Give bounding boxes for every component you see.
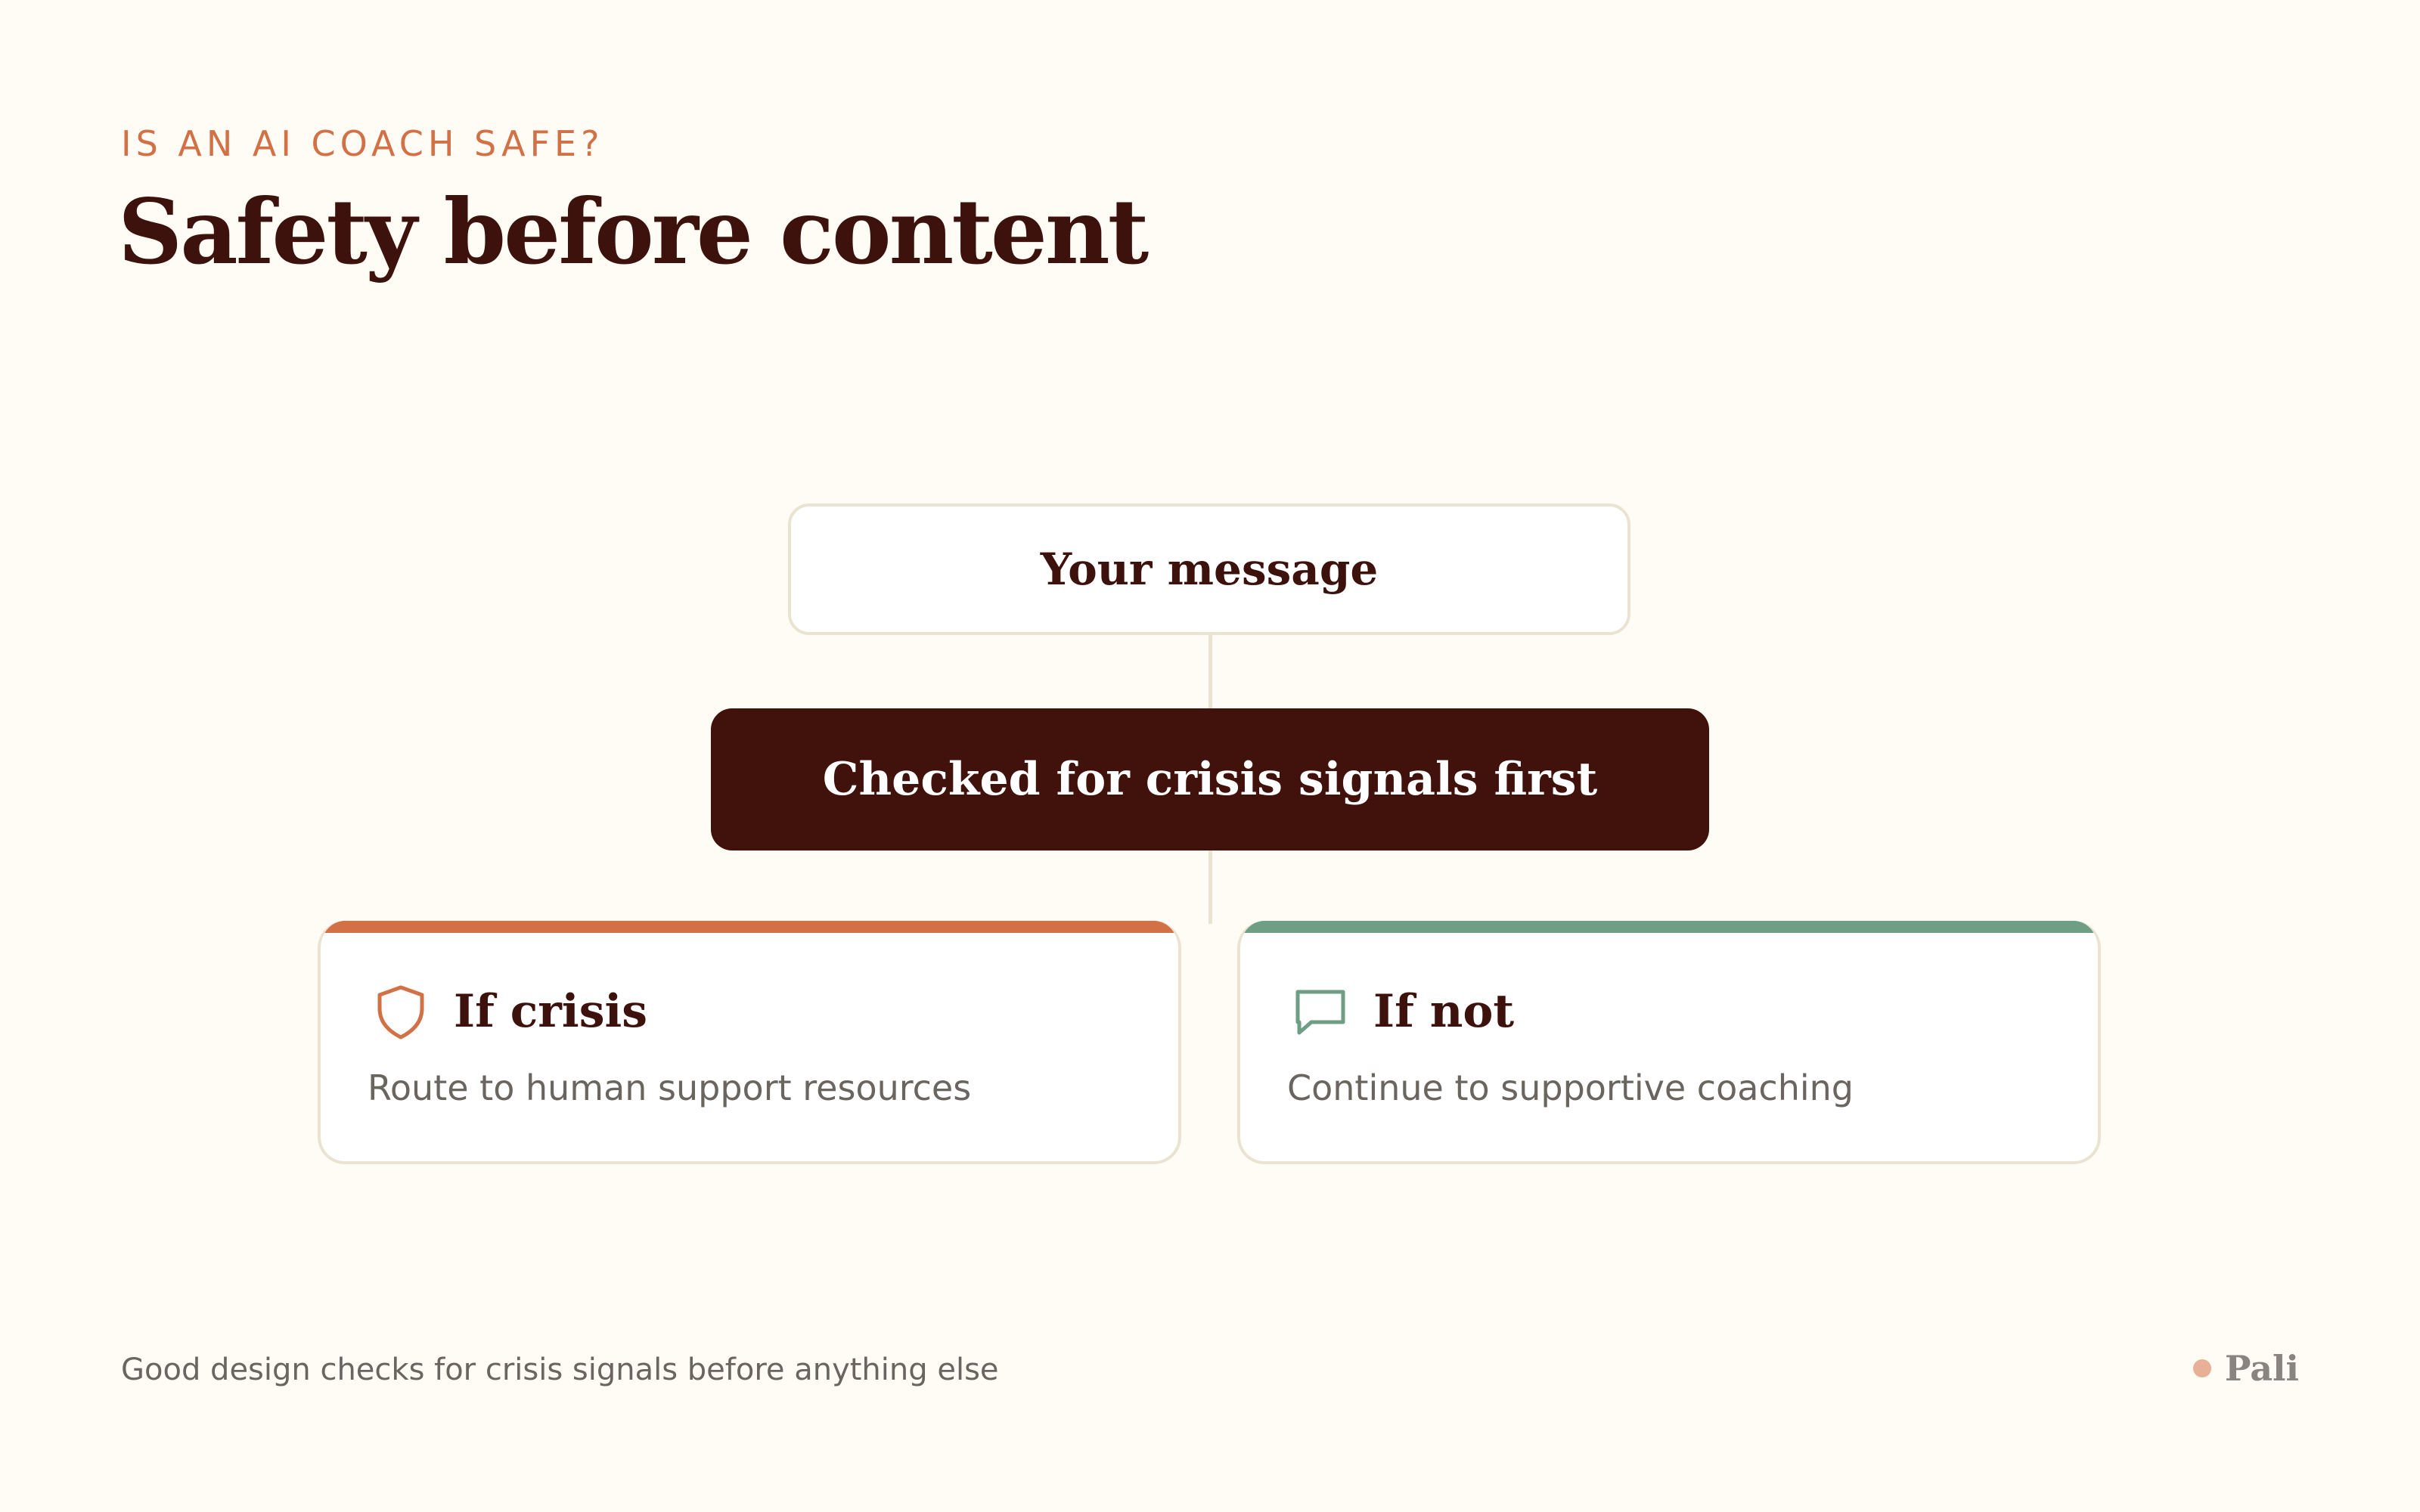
branch-description: Continue to supportive coaching [1287, 1067, 1854, 1108]
branch-accent-bar [1240, 921, 2098, 933]
crisis-check-node: Checked for crisis signals first [711, 708, 1709, 850]
shield-icon [377, 985, 424, 1040]
connector-line [1208, 848, 1212, 924]
chat-bubble-icon [1295, 990, 1345, 1035]
branch-title: If not [1373, 985, 1515, 1038]
branch-not-crisis-card: If not Continue to supportive coaching [1237, 921, 2101, 1164]
footer-note: Good design checks for crisis signals be… [121, 1352, 999, 1387]
crisis-check-label: Checked for crisis signals first [822, 753, 1598, 806]
connector-line [1208, 634, 1212, 709]
message-node: Your message [788, 503, 1630, 635]
branch-description: Route to human support resources [368, 1067, 972, 1108]
page-title: Safety before content [118, 179, 1149, 284]
brand-dot-icon [2192, 1359, 2211, 1377]
brand-name: Pali [2224, 1348, 2299, 1389]
branch-crisis-card: If crisis Route to human support resourc… [318, 921, 1181, 1164]
eyebrow-label: IS AN AI COACH SAFE? [121, 123, 604, 164]
branch-title: If crisis [454, 985, 648, 1038]
branch-accent-bar [321, 921, 1178, 933]
brand-logo: Pali [2192, 1346, 2299, 1391]
message-node-label: Your message [1040, 544, 1379, 595]
